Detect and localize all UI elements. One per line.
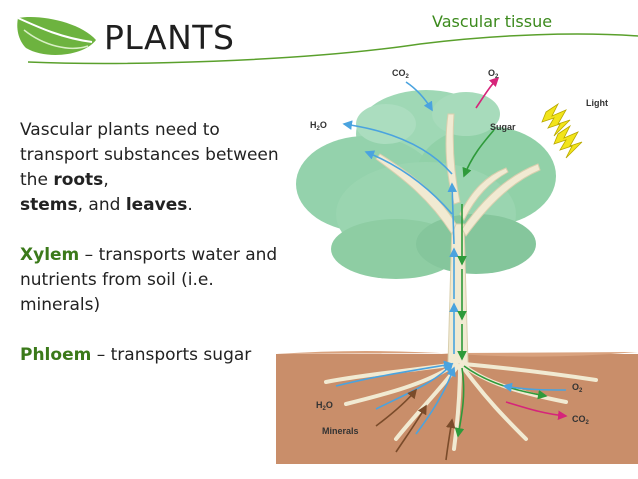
phloem-arrows	[454, 129, 548, 438]
gas-exchange-arrows	[475, 76, 568, 421]
label-o2-top: O2	[488, 68, 499, 80]
label-co2-bottom: CO2	[572, 414, 590, 426]
o2-in-arrow	[502, 382, 567, 393]
foliage	[296, 90, 556, 279]
label-light: Light	[586, 98, 608, 108]
sunlight-bolts-icon	[541, 102, 583, 159]
page-title: PLANTS	[104, 18, 235, 57]
term-phloem: Phloem	[20, 345, 92, 365]
body-text: Vascular plants need to transport substa…	[20, 118, 290, 393]
label-co2-top: CO2	[392, 68, 410, 80]
intro-period: .	[187, 195, 193, 215]
label-o2-bottom: O2	[572, 382, 583, 394]
tree-illustration: CO2 O2 H2O Sugar Light O2 CO2 H2O Minera…	[276, 68, 638, 464]
intro-paragraph: Vascular plants need to transport substa…	[20, 118, 290, 218]
xylem-description: – transports water and nutrients from so…	[20, 245, 278, 315]
label-sugar: Sugar	[490, 122, 516, 132]
tree-transport-diagram: CO2 O2 H2O Sugar Light O2 CO2 H2O Minera…	[276, 64, 638, 464]
term-leaves: leaves	[125, 195, 188, 215]
intro-and: , and	[77, 195, 126, 215]
phloem-description: – transports sugar	[91, 345, 252, 365]
xylem-arrows	[335, 120, 459, 435]
xylem-paragraph: Xylem – transports water and nutrients f…	[20, 243, 290, 318]
header-swoosh-decoration	[17, 16, 638, 65]
leaf-logo-icon	[17, 16, 96, 55]
co2-in-arrow	[405, 81, 433, 112]
term-roots: roots	[53, 170, 104, 190]
label-h2o-top: H2O	[310, 120, 327, 132]
term-stems: stems	[20, 195, 78, 215]
header: PLANTS Vascular tissue	[0, 0, 638, 80]
term-xylem: Xylem	[20, 245, 80, 265]
minerals-arrows	[375, 388, 456, 461]
phloem-paragraph: Phloem – transports sugar	[20, 343, 290, 368]
page-subtitle: Vascular tissue	[432, 12, 553, 31]
label-h2o-bottom: H2O	[316, 400, 333, 412]
intro-text: Vascular plants need to transport substa…	[20, 120, 279, 190]
label-minerals: Minerals	[322, 426, 359, 436]
intro-comma: ,	[103, 170, 109, 190]
